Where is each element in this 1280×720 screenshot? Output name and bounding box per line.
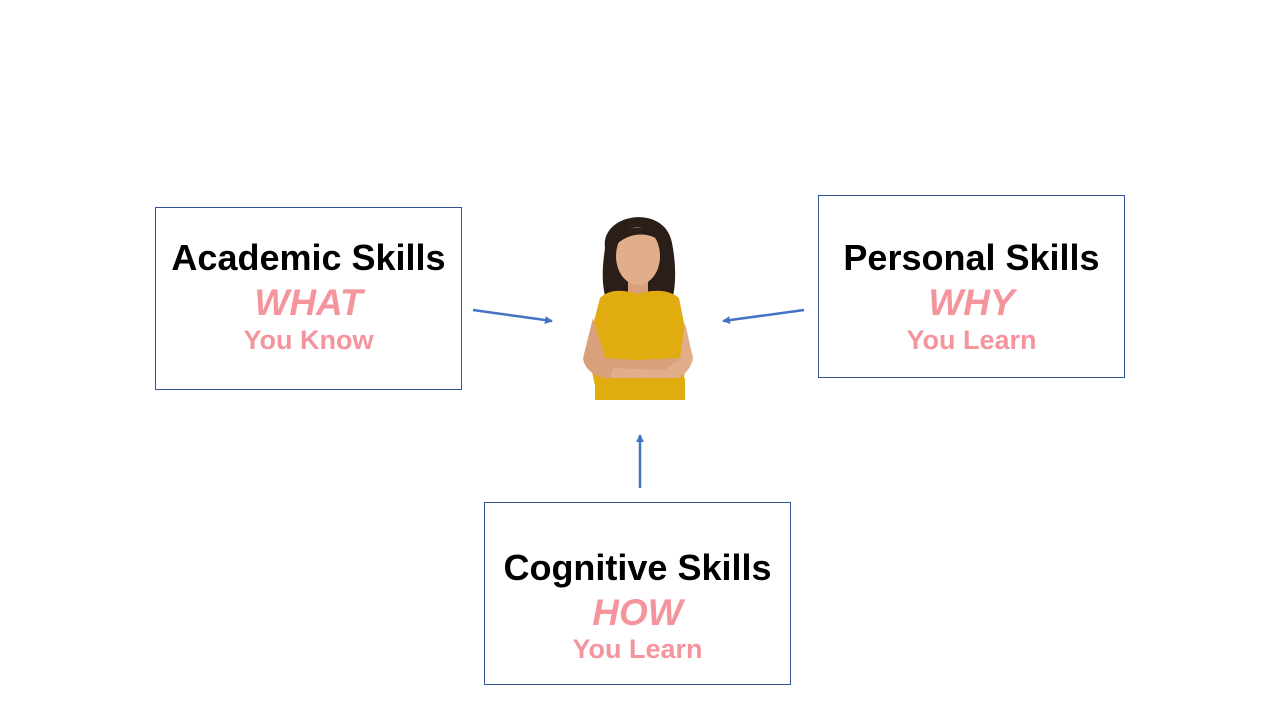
cognitive-skills-title: Cognitive Skills: [503, 547, 772, 588]
academic-skills-box: Academic Skills WHAT You Know: [155, 207, 462, 390]
academic-skills-subtitle: You Know: [243, 325, 374, 355]
arrow-academic-to-student: [472, 308, 553, 324]
personal-skills-box: Personal Skills WHY You Learn: [818, 195, 1125, 378]
cognitive-skills-keyword: HOW: [592, 592, 683, 633]
personal-skills-keyword: WHY: [928, 282, 1015, 323]
arrow-personal-to-student: [722, 308, 805, 325]
cognitive-skills-subtitle: You Learn: [572, 634, 703, 664]
academic-skills-title: Academic Skills: [171, 237, 446, 278]
personal-skills-subtitle: You Learn: [906, 325, 1037, 355]
personal-skills-title: Personal Skills: [843, 237, 1100, 278]
cognitive-skills-box: Cognitive Skills HOW You Learn: [484, 502, 791, 685]
student-girl-image: [583, 217, 693, 400]
academic-skills-keyword: WHAT: [254, 282, 363, 323]
